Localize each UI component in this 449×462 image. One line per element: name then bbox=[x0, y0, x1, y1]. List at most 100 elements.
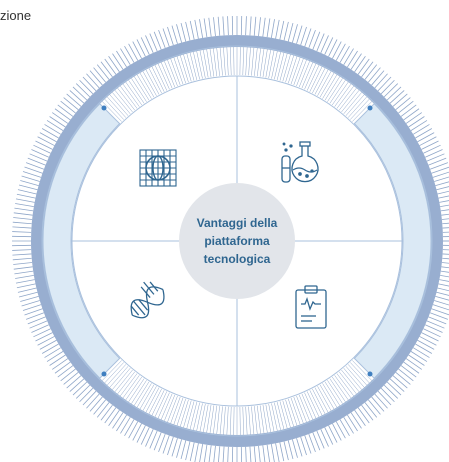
hatch-line bbox=[96, 64, 110, 80]
inner-hatch-line bbox=[196, 403, 203, 431]
hatch-line bbox=[428, 157, 447, 166]
hatch-line bbox=[249, 16, 252, 36]
inner-hatch-line bbox=[170, 396, 181, 424]
hatch-line bbox=[63, 372, 79, 385]
inner-hatch-line bbox=[271, 51, 278, 79]
inner-hatch-line bbox=[109, 366, 129, 388]
hatch-line bbox=[93, 67, 106, 83]
inner-hatch-line bbox=[183, 400, 192, 428]
inner-hatch-line bbox=[102, 360, 122, 381]
inner-hatch-line bbox=[290, 397, 301, 425]
inner-hatch-line bbox=[131, 78, 147, 102]
inner-hatch-line bbox=[157, 63, 170, 90]
hatch-line bbox=[33, 328, 51, 338]
hatch-line bbox=[357, 58, 370, 75]
hatch-line bbox=[66, 93, 82, 107]
inner-hatch-line bbox=[327, 78, 343, 102]
hatch-line bbox=[218, 446, 221, 462]
hatch-line bbox=[69, 378, 85, 392]
inner-hatch-line bbox=[229, 47, 232, 76]
hatch-line bbox=[296, 438, 303, 457]
hatch-line bbox=[72, 86, 88, 101]
inner-hatch-line bbox=[128, 378, 145, 402]
hatch-line bbox=[383, 384, 399, 399]
hatch-line bbox=[253, 16, 257, 36]
center-line-1: Vantaggi della bbox=[197, 216, 278, 230]
hatch-line bbox=[374, 393, 388, 409]
light-band-arc bbox=[353, 103, 432, 379]
hatch-line bbox=[283, 441, 289, 461]
hatch-line bbox=[435, 296, 449, 301]
hatch-line bbox=[429, 312, 449, 320]
inner-hatch-line bbox=[216, 406, 220, 434]
hatch-line bbox=[343, 416, 354, 434]
hatch-line bbox=[104, 407, 117, 424]
hatch-line bbox=[421, 332, 439, 342]
hatch-line bbox=[108, 409, 120, 426]
hatch-line bbox=[31, 324, 49, 333]
hatch-line bbox=[435, 181, 449, 186]
hatch-line bbox=[185, 21, 191, 41]
inner-hatch-line bbox=[164, 61, 176, 88]
light-band-arc bbox=[42, 103, 121, 379]
hatch-line bbox=[440, 270, 449, 273]
inner-hatch-line bbox=[117, 371, 135, 395]
hatch-line bbox=[20, 296, 39, 302]
hatch-line bbox=[124, 45, 135, 63]
inner-hatch-line bbox=[216, 48, 220, 76]
inner-hatch-line bbox=[327, 380, 343, 404]
hatch-line bbox=[41, 128, 59, 139]
inner-hatch-line bbox=[322, 383, 338, 408]
hatch-line bbox=[20, 180, 39, 186]
hatch-line bbox=[412, 347, 430, 358]
hatch-line bbox=[203, 18, 208, 38]
hatch-line bbox=[258, 445, 261, 462]
hatch-line bbox=[438, 283, 449, 287]
inner-hatch-line bbox=[109, 94, 129, 116]
inner-hatch-line bbox=[324, 76, 341, 101]
hatch-line bbox=[153, 432, 162, 451]
light-band-arcs bbox=[42, 103, 432, 379]
inner-hatch-line bbox=[262, 404, 268, 433]
inner-hatch-line bbox=[296, 59, 307, 87]
hatch-line bbox=[434, 300, 449, 306]
hatch-line bbox=[108, 56, 120, 73]
inner-hatch-line bbox=[259, 405, 265, 434]
hatch-line bbox=[408, 116, 425, 128]
inner-hatch-line bbox=[345, 366, 365, 388]
hatch-line bbox=[82, 76, 97, 92]
hatch-line bbox=[27, 316, 46, 325]
hatch-line bbox=[158, 433, 166, 453]
hatch-line bbox=[57, 104, 74, 117]
inner-hatch-line bbox=[293, 58, 304, 86]
inner-hatch-line bbox=[304, 392, 317, 419]
hatch-line bbox=[54, 108, 71, 121]
inner-hatch-line bbox=[139, 72, 155, 98]
hatch-line bbox=[213, 17, 216, 37]
inner-hatch-line bbox=[133, 381, 150, 406]
inner-hatch-line bbox=[154, 65, 168, 91]
hatch-line bbox=[436, 291, 449, 296]
inner-hatch-line bbox=[193, 51, 200, 80]
hatch-line bbox=[300, 436, 307, 456]
hatch-line bbox=[316, 33, 325, 52]
hatch-line bbox=[368, 67, 381, 83]
inner-hatch-line bbox=[151, 390, 165, 416]
inner-hatch-line bbox=[341, 369, 360, 392]
hatch-line bbox=[189, 20, 195, 40]
hatch-line bbox=[79, 387, 94, 403]
inner-hatch-line bbox=[104, 362, 124, 384]
hatch-line bbox=[158, 29, 166, 49]
inner-hatch-line bbox=[180, 399, 189, 427]
inner-hatch-line bbox=[347, 96, 367, 118]
hatch-line bbox=[441, 266, 449, 269]
hatch-line bbox=[57, 365, 74, 378]
hatch-line bbox=[21, 300, 40, 307]
hatch-line bbox=[222, 446, 225, 462]
hatch-line bbox=[89, 70, 103, 86]
hatch-line bbox=[180, 22, 187, 42]
hatch-line bbox=[136, 39, 146, 57]
hatch-line bbox=[12, 221, 32, 225]
hatch-line bbox=[431, 166, 449, 174]
inner-hatch-line bbox=[133, 76, 150, 101]
